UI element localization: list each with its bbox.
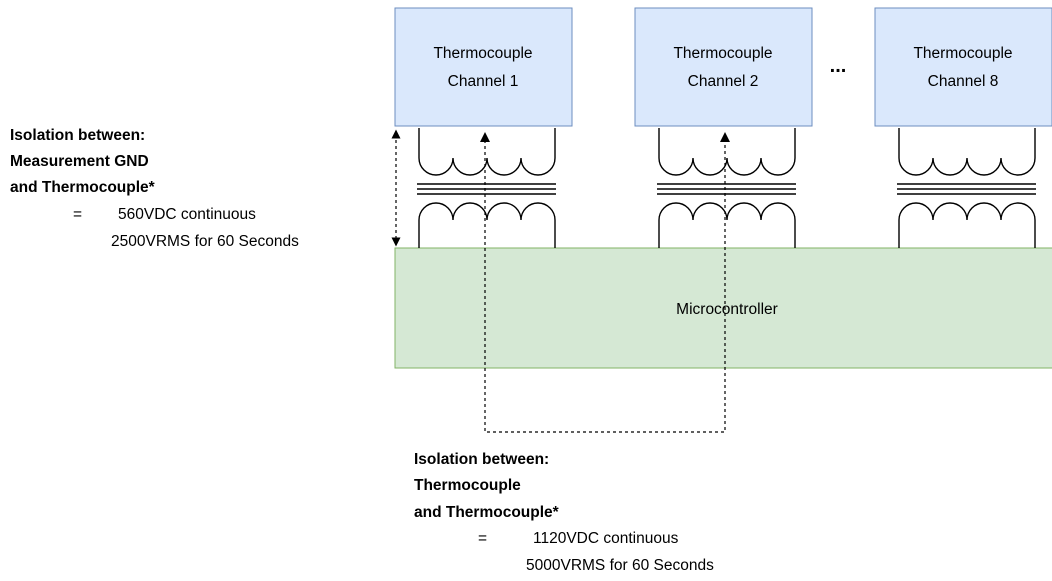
channel-note-line2: Thermocouple	[414, 477, 521, 494]
gnd-note-line3: and Thermocouple*	[10, 179, 156, 196]
channel-note-value1: 1120VDC continuous	[533, 530, 679, 547]
channel-note-line3: and Thermocouple*	[414, 504, 560, 521]
channel-isolation-note: Isolation between: Thermocouple and Ther…	[414, 451, 714, 574]
gnd-note-line1: Isolation between:	[10, 127, 145, 144]
microcontroller-block: Microcontroller	[394, 247, 1052, 369]
arrowhead-channel-1	[480, 132, 490, 142]
transformer-2	[657, 128, 796, 248]
arrowhead-channel-2	[720, 132, 730, 142]
gnd-note-value2: 2500VRMS for 60 Seconds	[111, 233, 299, 250]
gnd-note-equals: =	[73, 206, 82, 223]
channel-1-line2: Channel 1	[448, 73, 519, 90]
channel-note-equals: =	[478, 530, 487, 547]
channel-ellipsis: ...	[830, 55, 847, 77]
channel-2-line1: Thermocouple	[673, 45, 772, 62]
channel-isolation-path	[484, 140, 726, 433]
gnd-note-value1: 560VDC continuous	[118, 206, 256, 223]
channel-2-line2: Channel 2	[688, 73, 759, 90]
transformer-1	[417, 128, 556, 248]
thermocouple-channel-2: Thermocouple Channel 2	[634, 7, 813, 127]
channel-note-value2: 5000VRMS for 60 Seconds	[526, 557, 714, 574]
thermocouple-channel-1: Thermocouple Channel 1	[394, 7, 573, 127]
channel-8-line1: Thermocouple	[913, 45, 1012, 62]
channel-note-line1: Isolation between:	[414, 451, 549, 468]
thermocouple-channel-8: Thermocouple Channel 8	[874, 7, 1052, 127]
transformer-8	[897, 128, 1036, 248]
channel-8-line2: Channel 8	[928, 73, 999, 90]
microcontroller-label: Microcontroller	[676, 301, 778, 318]
gnd-isolation-note: Isolation between: Measurement GND and T…	[10, 127, 299, 250]
channel-1-line1: Thermocouple	[433, 45, 532, 62]
gnd-note-line2: Measurement GND	[10, 153, 149, 170]
